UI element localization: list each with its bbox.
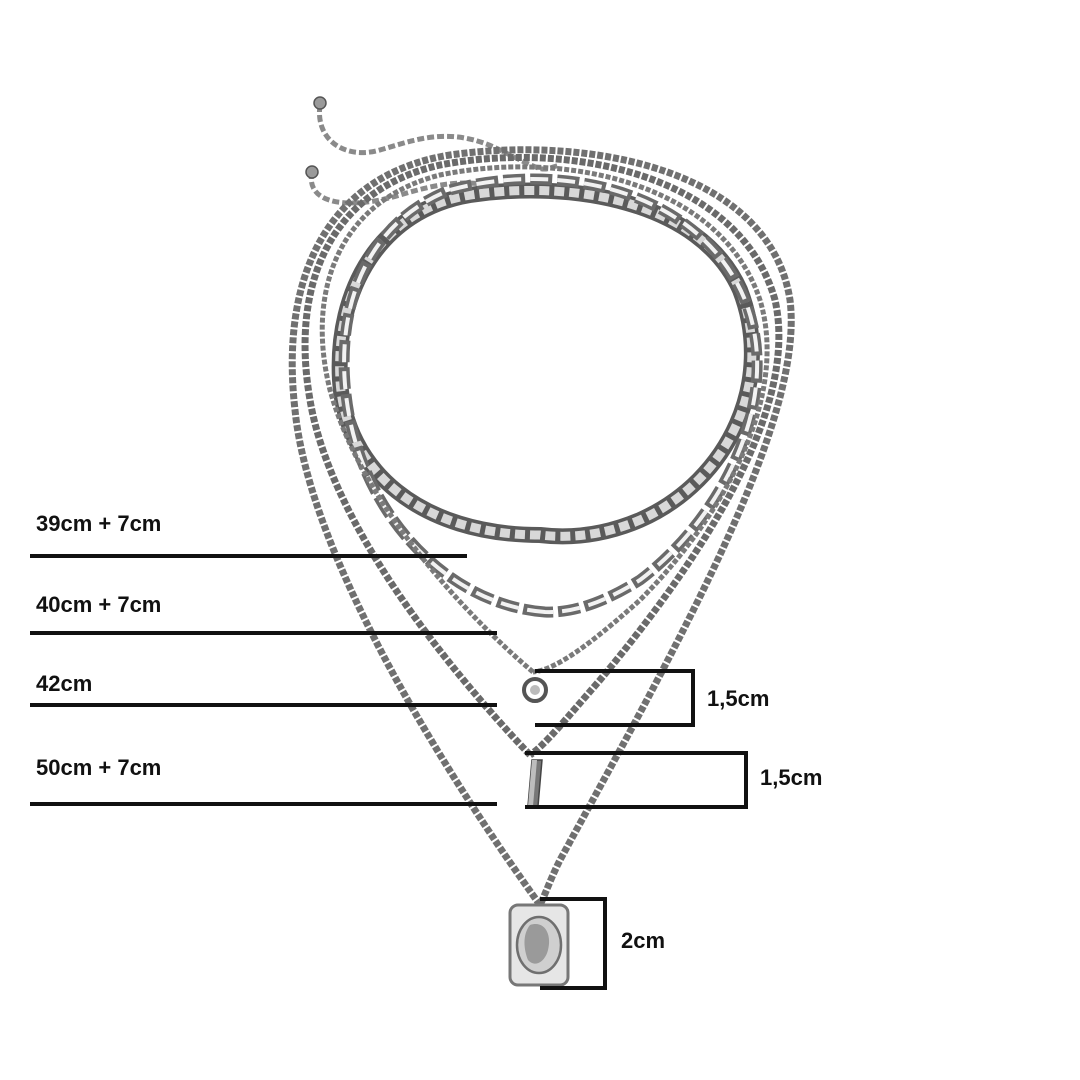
size-bracket-spike-pendant — [525, 751, 748, 809]
chain-39cm — [331, 182, 760, 545]
size-label-medallion: 2cm — [621, 928, 666, 953]
length-rule-50cm — [30, 802, 497, 806]
length-label-42cm: 42cm — [36, 671, 93, 696]
coin-medallion-icon — [508, 903, 570, 987]
length-rule-39cm — [30, 554, 467, 558]
length-rule-42cm — [30, 703, 497, 707]
size-bracket-round-charm — [535, 669, 695, 727]
round-charm-icon — [522, 677, 548, 703]
chain-42cm — [319, 164, 770, 675]
length-label-40cm: 40cm + 7cm — [36, 592, 162, 617]
size-label-spike-pendant: 1,5cm — [760, 765, 823, 790]
chain-medallion — [288, 146, 795, 908]
chain-40cm — [338, 173, 763, 618]
size-bracket-medallion — [540, 897, 607, 990]
length-rule-40cm — [30, 631, 497, 635]
chain-50cm — [301, 153, 783, 758]
length-label-39cm: 39cm + 7cm — [36, 511, 162, 536]
size-label-round-charm: 1,5cm — [707, 686, 770, 711]
length-label-50cm: 50cm + 7cm — [36, 755, 162, 780]
